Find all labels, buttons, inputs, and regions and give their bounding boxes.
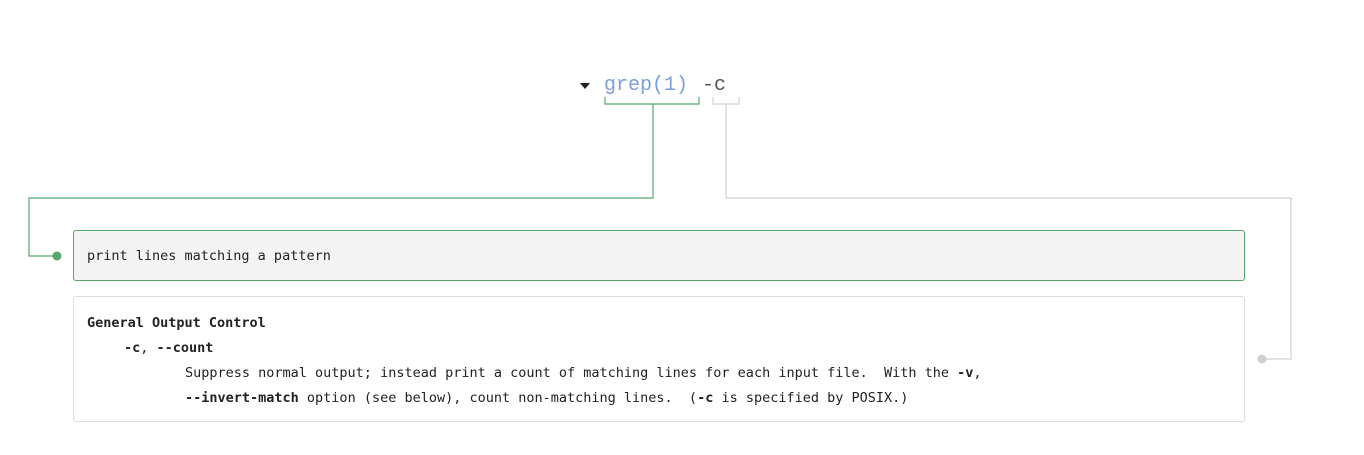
option-detail-box: General Output Control -c, --count Suppr… — [73, 296, 1245, 422]
command-summary-text: print lines matching a pattern — [87, 247, 331, 264]
command-summary-box: print lines matching a pattern — [73, 230, 1245, 281]
option-separator: , — [140, 340, 157, 356]
option-long: --count — [156, 340, 214, 356]
desc2-suffix: is specified by POSIX.) — [713, 390, 909, 406]
desc1-flag: -v — [957, 365, 974, 381]
option-short: -c — [124, 340, 141, 356]
command-name-link[interactable]: grep(1) — [604, 73, 689, 97]
command-connector-dot — [52, 251, 62, 261]
option-description-line-2: --invert-match option (see below), count… — [87, 386, 1231, 411]
option-description-line-1: Suppress normal output; instead print a … — [87, 361, 1231, 386]
desc1-suffix: , — [973, 365, 982, 381]
desc2-middle: option (see below), count non-matching l… — [298, 390, 698, 406]
section-heading: General Output Control — [87, 315, 266, 331]
desc1-prefix: Suppress normal output; instead print a … — [185, 365, 958, 381]
desc2-flag2: -c — [697, 390, 714, 406]
caret-down-icon[interactable] — [580, 83, 590, 89]
command-option-link[interactable]: -c — [702, 73, 727, 97]
desc2-flag: --invert-match — [185, 390, 299, 406]
option-signature: -c, --count — [87, 336, 1231, 361]
option-connector-dot — [1257, 354, 1267, 364]
command-line: grep(1) -c — [580, 70, 726, 100]
